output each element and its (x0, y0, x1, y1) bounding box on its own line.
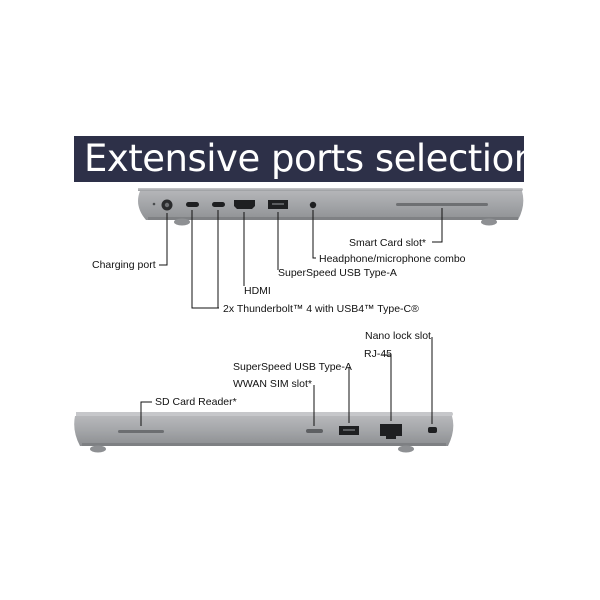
label-charging: Charging port (92, 259, 156, 271)
leader-charging (159, 213, 168, 266)
thunderbolt-port-2 (212, 202, 225, 207)
label-smart-card: Smart Card slot* (349, 237, 427, 249)
top-leader-lines (159, 208, 443, 309)
banner-title: Extensive ports selection (84, 137, 537, 180)
foot-right (481, 218, 497, 226)
label-hdmi: HDMI (244, 285, 271, 297)
nano-lock-slot (428, 427, 437, 433)
leader-rj45 (382, 354, 392, 421)
label-sd-card: SD Card Reader* (155, 396, 237, 408)
laptop-right-side (74, 412, 454, 453)
label-usb-a-left: SuperSpeed USB Type-A (278, 267, 397, 279)
bottom-laptop-body (74, 416, 454, 446)
lid-edge (138, 188, 523, 191)
label-nano-lock: Nano lock slot (365, 330, 431, 342)
rj45-port (380, 424, 402, 439)
label-headphone: Headphone/microphone combo (319, 253, 466, 265)
leader-headphone (312, 210, 316, 259)
foot-left (174, 218, 190, 226)
leader-smart-card (432, 208, 443, 243)
thunderbolt-port-1 (186, 202, 199, 207)
title-banner: Extensive ports selection (74, 136, 537, 182)
wwan-sim-slot (306, 429, 323, 433)
bottom-foot-right (398, 445, 414, 453)
label-rj45: RJ-45 (364, 348, 393, 360)
laptop-left-side (138, 188, 524, 226)
label-wwan: WWAN SIM slot* (233, 378, 312, 390)
leader-thunderbolt-1 (191, 210, 219, 309)
hdmi-port (234, 200, 255, 209)
smart-card-slot (396, 203, 488, 206)
bottom-lid-edge (76, 412, 453, 416)
label-thunderbolt: 2x Thunderbolt™ 4 with USB4™ Type-C® (223, 303, 419, 315)
sd-card-slot (118, 430, 164, 433)
headphone-jack (309, 201, 317, 209)
bottom-foot-left (90, 445, 106, 453)
laptop-body (138, 191, 524, 220)
bottom-leader-lines (140, 337, 433, 426)
label-usb-a-right: SuperSpeed USB Type-A (233, 361, 352, 373)
leader-sd-card (140, 401, 152, 426)
